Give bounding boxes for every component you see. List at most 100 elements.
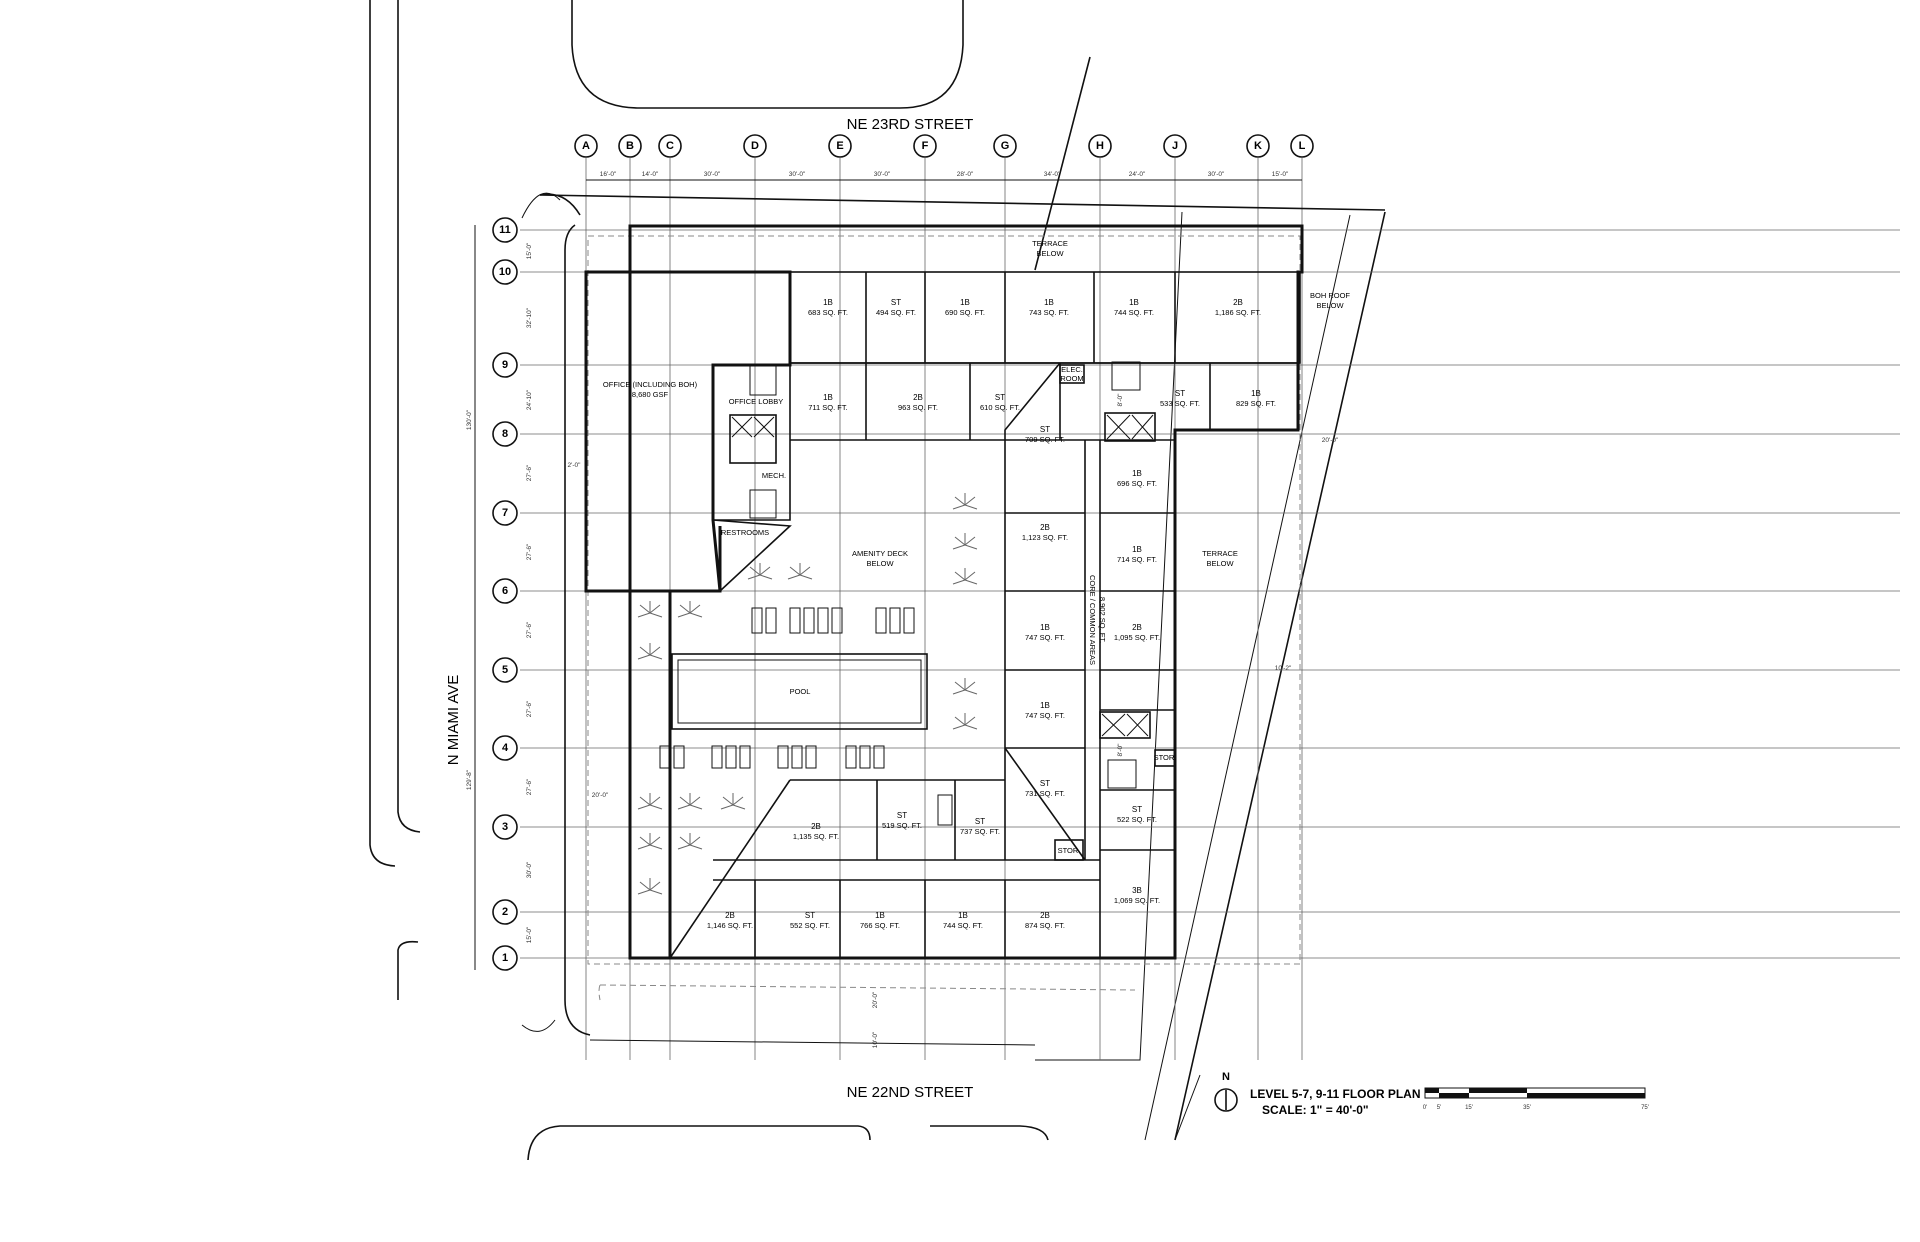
unit-type: ST xyxy=(1132,805,1142,814)
unit-type: ST xyxy=(805,911,815,920)
unit-type: 2B xyxy=(1040,911,1050,920)
unit-type: 1B xyxy=(958,911,968,920)
grid-col-label: B xyxy=(626,140,634,152)
dimension-strings: 16'-0" 14'-0" 30'-0" 30'-0" 30'-0" 28'-0… xyxy=(466,171,1339,1048)
cores xyxy=(729,361,1176,789)
unit-type: 1B xyxy=(875,911,885,920)
unit-area: 519 SQ. FT. xyxy=(882,821,922,830)
south-wing xyxy=(669,779,1100,959)
unit-type: 1B xyxy=(1132,469,1142,478)
dim-text: 8'-0" xyxy=(1117,743,1124,757)
amenity-sub: BELOW xyxy=(866,559,894,568)
unit-area: 744 SQ. FT. xyxy=(943,921,983,930)
dim-text: 27'-6" xyxy=(526,464,533,481)
unit-type: 2B xyxy=(1132,623,1142,632)
building-outline xyxy=(584,224,1304,960)
dim-text: 24'-10" xyxy=(526,389,533,410)
title-block: N LEVEL 5-7, 9-11 FLOOR PLAN SCALE: 1" =… xyxy=(1214,1071,1649,1117)
street-curbs xyxy=(369,0,1386,1161)
east-wing xyxy=(1004,440,1175,958)
unit-area: 552 SQ. FT. xyxy=(790,921,830,930)
unit-type: 3B xyxy=(1132,886,1142,895)
north-arrow-icon xyxy=(1214,1088,1238,1112)
dim-text: 27'-6" xyxy=(526,700,533,717)
unit-type: ST xyxy=(975,817,985,826)
dim-text: 20'-0" xyxy=(1322,437,1339,444)
grid-col-label: L xyxy=(1299,140,1306,152)
unit-area: 610 SQ. FT. xyxy=(980,403,1020,412)
dim-text: 27'-6" xyxy=(526,778,533,795)
row-bubbles: 11 10 9 8 7 6 5 4 3 2 1 xyxy=(492,217,518,971)
unit-type: 1B xyxy=(823,393,833,402)
unit-labels: 1B 683 SQ. FT. ST 494 SQ. FT. 1B 690 SQ.… xyxy=(707,298,1276,930)
unit-area: 1,135 SQ. FT. xyxy=(793,832,839,841)
lounge-chairs xyxy=(659,607,915,769)
unit-area: 747 SQ. FT. xyxy=(1025,633,1065,642)
unit-type: ST xyxy=(1040,425,1050,434)
street-label-north: NE 23RD STREET xyxy=(847,116,974,133)
unit-area: 1,146 SQ. FT. xyxy=(707,921,753,930)
dim-text: 20'-0" xyxy=(592,792,609,799)
dim-text: 16'-0" xyxy=(600,171,617,178)
dim-text: 30'-0" xyxy=(704,171,721,178)
unit-area: 1,186 SQ. FT. xyxy=(1215,308,1261,317)
unit-type: 2B xyxy=(1040,523,1050,532)
property-lines xyxy=(521,192,1386,1046)
unit-area: 711 SQ. FT. xyxy=(808,403,847,412)
space-labels: OFFICE (INCLUDING BOH) 8,680 GSF OFFICE … xyxy=(603,239,1350,855)
unit-type: 1B xyxy=(1040,701,1050,710)
unit-type: ST xyxy=(891,298,901,307)
unit-type: 1B xyxy=(1132,545,1142,554)
grid-col-label: H xyxy=(1096,140,1104,152)
unit-area: 731 SQ. FT. xyxy=(1025,789,1065,798)
overall-dim: 129'-8" xyxy=(466,769,473,790)
unit-area: 747 SQ. FT. xyxy=(1025,711,1065,720)
stor-label: STOR. xyxy=(1154,753,1177,762)
dim-text: 20'-0" xyxy=(872,991,879,1008)
unit-area: 690 SQ. FT. xyxy=(945,308,985,317)
dim-text: 28'-0" xyxy=(957,171,974,178)
unit-area: 963 SQ. FT. xyxy=(898,403,938,412)
office-name: OFFICE (INCLUDING BOH) xyxy=(603,380,698,389)
grid-row-label: 9 xyxy=(502,359,508,371)
elec-sub: ROOM xyxy=(1060,374,1083,383)
unit-area: 737 SQ. FT. xyxy=(960,827,1000,836)
dim-text: 30'-0" xyxy=(789,171,806,178)
grid-col-label: E xyxy=(836,140,843,152)
grid-row-label: 3 xyxy=(502,821,508,833)
unit-area: 766 SQ. FT. xyxy=(860,921,900,930)
dim-text: 24'-0" xyxy=(1129,171,1146,178)
boh-roof-sub: BELOW xyxy=(1316,301,1344,310)
plan-scale: SCALE: 1" = 40'-0" xyxy=(1262,1103,1369,1117)
unit-type: 2B xyxy=(913,393,923,402)
unit-area: 829 SQ. FT. xyxy=(1236,399,1276,408)
corridor-label: CORE / COMMON AREAS xyxy=(1088,575,1097,665)
street-label-west: N MIAMI AVE xyxy=(445,675,462,766)
terrace-north-label: TERRACE xyxy=(1032,239,1068,248)
grid-col-label: A xyxy=(582,140,590,152)
overall-dim: 130'-0" xyxy=(466,409,473,430)
elec-label: ELEC. xyxy=(1061,365,1083,374)
unit-type: ST xyxy=(1175,389,1185,398)
dim-text: 15'-0" xyxy=(1272,171,1289,178)
dim-text: 8'-0" xyxy=(1117,393,1124,407)
scale-tick: 35' xyxy=(1523,1105,1531,1111)
unit-area: 874 SQ. FT. xyxy=(1025,921,1065,930)
unit-area: 696 SQ. FT. xyxy=(1117,479,1157,488)
unit-area: 533 SQ. FT. xyxy=(1160,399,1200,408)
grid-col-label: G xyxy=(1001,140,1010,152)
dim-text: 27'-6" xyxy=(526,543,533,560)
dim-text: 15'-0" xyxy=(526,242,533,259)
terrace-east-label: TERRACE xyxy=(1202,549,1238,558)
unit-type: 1B xyxy=(960,298,970,307)
restrooms-label: RESTROOMS xyxy=(721,528,769,537)
unit-area: 1,095 SQ. FT. xyxy=(1114,633,1160,642)
unit-type: ST xyxy=(995,393,1005,402)
unit-area: 744 SQ. FT. xyxy=(1114,308,1154,317)
office-lobby-label: OFFICE LOBBY xyxy=(729,397,784,406)
scale-tick: 75' xyxy=(1641,1105,1649,1111)
scale-tick: 5' xyxy=(1437,1105,1441,1111)
unit-area: 1,123 SQ. FT. xyxy=(1022,533,1068,542)
dim-text: 27'-6" xyxy=(526,621,533,638)
pool-outline xyxy=(671,653,928,730)
